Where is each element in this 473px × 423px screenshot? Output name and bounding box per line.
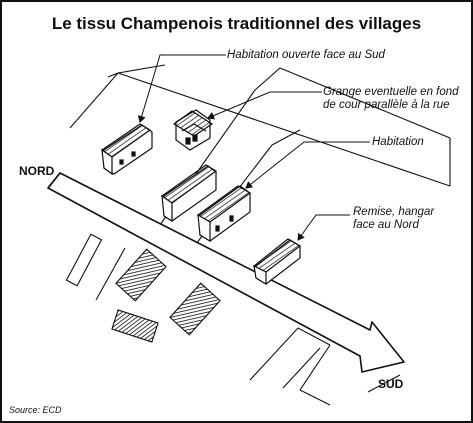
label-south: SUD bbox=[378, 377, 404, 391]
house-center bbox=[160, 164, 218, 223]
diagram-title: Le tissu Champenois traditionnel des vil… bbox=[51, 14, 422, 33]
label-north: NORD bbox=[19, 164, 55, 178]
label-grange-line2: de cour parallèle à la rue bbox=[323, 99, 450, 111]
source-note: Source: ECD bbox=[9, 405, 62, 415]
south-buildings bbox=[111, 248, 221, 343]
leader-arrows bbox=[137, 54, 370, 241]
barn-center-top bbox=[172, 109, 214, 151]
label-remise-line1: Remise, hangar bbox=[353, 206, 435, 218]
label-remise-line2: face au Nord bbox=[353, 219, 419, 231]
label-habitation: Habitation bbox=[372, 136, 424, 148]
shed-remise bbox=[252, 238, 302, 286]
street bbox=[47, 172, 405, 373]
parcel-lines bbox=[69, 64, 451, 245]
parcel-lines-south bbox=[65, 233, 401, 406]
label-habitation-sud: Habitation ouverte face au Sud bbox=[227, 49, 385, 61]
house-habitation bbox=[196, 185, 252, 243]
house-north-west bbox=[100, 123, 153, 176]
label-grange-line1: Grange eventuelle en fond bbox=[323, 86, 459, 98]
